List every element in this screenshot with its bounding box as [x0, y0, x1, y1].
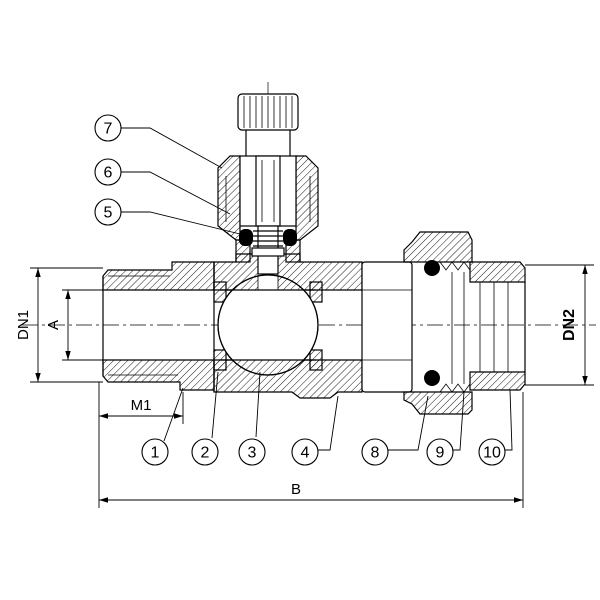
leader-lines [121, 127, 513, 451]
a-label: A [45, 320, 62, 330]
callout-3-number: 3 [248, 445, 257, 462]
callout-2-number: 2 [201, 445, 210, 462]
leader-2 [211, 371, 219, 439]
leader-9 [453, 391, 465, 451]
callout-5-number: 5 [104, 205, 113, 222]
dn1-label: DN1 [15, 310, 32, 340]
callout-4: 4 [291, 438, 319, 466]
leader-10 [505, 389, 513, 451]
callout-9-number: 9 [436, 445, 445, 462]
union-o-rings [424, 260, 440, 386]
body-neck [235, 239, 301, 263]
m1-label: M1 [131, 397, 152, 414]
part-8-insert [361, 261, 413, 393]
callout-1-number: 1 [151, 445, 160, 462]
knurled-cap [237, 93, 299, 131]
callout-1: 1 [141, 438, 169, 466]
leader-6 [121, 171, 231, 215]
leader-8 [388, 395, 429, 451]
callout-8-number: 8 [371, 445, 380, 462]
callout-10-number: 10 [483, 445, 501, 462]
callout-5: 5 [94, 198, 122, 226]
part-9-nut [403, 231, 473, 415]
callout-8: 8 [361, 438, 389, 466]
callout-6-number: 6 [104, 165, 113, 182]
leader-4 [318, 395, 339, 451]
callout-4-number: 4 [301, 445, 310, 462]
part-7-bonnet [217, 155, 319, 241]
callout-3: 3 [238, 438, 266, 466]
callout-7-number: 7 [104, 121, 113, 138]
b-label: B [291, 481, 301, 498]
part-10-pipe [451, 261, 526, 391]
dimensions [30, 264, 594, 508]
leader-7 [121, 127, 223, 169]
callout-2: 2 [191, 438, 219, 466]
part-6-stem [239, 127, 297, 275]
part-1-threaded-end [102, 261, 215, 391]
callout-6: 6 [94, 158, 122, 186]
dn2-label: DN2 [561, 309, 578, 341]
leader-5 [121, 211, 241, 235]
part-5-stem-o-rings [239, 229, 297, 247]
leader-1 [163, 387, 184, 442]
callout-10: 10 [478, 438, 506, 466]
callout-7: 7 [94, 114, 122, 142]
callout-9: 9 [426, 438, 454, 466]
leader-3 [255, 371, 261, 438]
